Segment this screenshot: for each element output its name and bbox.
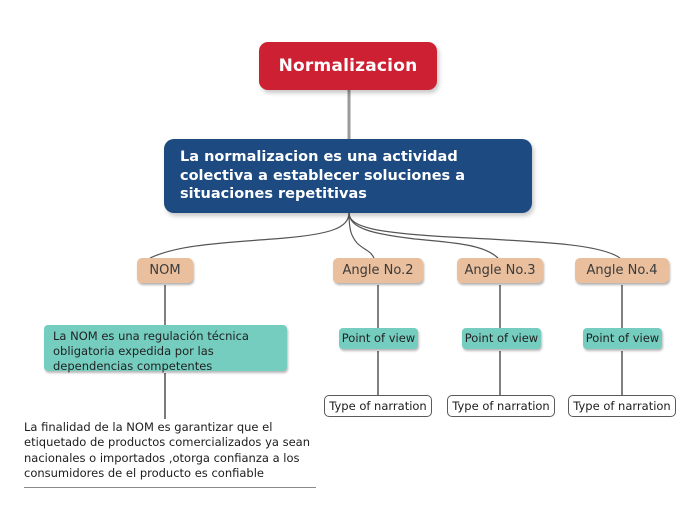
leaf-node-point-of-view-4[interactable]: Point of view bbox=[583, 328, 662, 349]
leaf-node-type-of-narration-4[interactable]: Type of narration bbox=[568, 395, 676, 417]
leaf-node-label: La NOM es una regulación técnica obligat… bbox=[53, 329, 249, 374]
branch-node-label: Angle No.4 bbox=[586, 263, 658, 278]
branch-node-label: Angle No.2 bbox=[342, 263, 414, 278]
definition-node[interactable]: La normalizacion es una actividad colect… bbox=[164, 139, 532, 213]
root-node-label: Normalizacion bbox=[278, 56, 418, 76]
leaf-node-label: Type of narration bbox=[573, 399, 671, 413]
leaf-node-type-of-narration-3[interactable]: Type of narration bbox=[447, 395, 555, 417]
leaf-node-type-of-narration-2[interactable]: Type of narration bbox=[324, 395, 432, 417]
leaf-node-point-of-view-2[interactable]: Point of view bbox=[339, 328, 418, 349]
connector-definition-to-angle2 bbox=[348, 212, 375, 259]
branch-node-angle-4[interactable]: Angle No.4 bbox=[575, 258, 669, 283]
leaf-node-label: La finalidad de la NOM es garantizar que… bbox=[24, 420, 310, 481]
leaf-node-nom-purpose[interactable]: La finalidad de la NOM es garantizar que… bbox=[24, 420, 316, 488]
branch-node-angle-3[interactable]: Angle No.3 bbox=[457, 258, 543, 283]
leaf-node-label: Point of view bbox=[585, 330, 660, 345]
leaf-node-point-of-view-3[interactable]: Point of view bbox=[462, 328, 541, 349]
leaf-node-label: Point of view bbox=[464, 330, 539, 345]
branch-node-nom[interactable]: NOM bbox=[137, 258, 193, 283]
branch-node-label: Angle No.3 bbox=[464, 263, 536, 278]
branch-node-angle-2[interactable]: Angle No.2 bbox=[333, 258, 423, 283]
leaf-node-label: Type of narration bbox=[452, 399, 550, 413]
branch-node-label: NOM bbox=[149, 263, 181, 278]
leaf-node-nom-detail[interactable]: La NOM es una regulación técnica obligat… bbox=[44, 325, 287, 373]
connector-definition-to-nom bbox=[149, 212, 350, 259]
connector-definition-to-angle4 bbox=[348, 212, 621, 259]
leaf-node-label: Point of view bbox=[341, 330, 416, 345]
root-node-normalizacion[interactable]: Normalizacion bbox=[259, 42, 437, 90]
leaf-node-label: Type of narration bbox=[329, 399, 427, 413]
definition-node-label: La normalizacion es una actividad colect… bbox=[180, 148, 466, 203]
connector-definition-to-angle3 bbox=[348, 212, 499, 259]
